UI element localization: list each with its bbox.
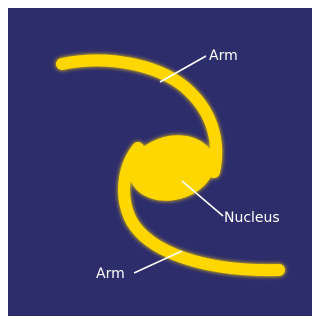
label-nucleus: Nucleus	[224, 210, 280, 226]
label-arm-top: Arm	[209, 48, 238, 64]
label-arm-bottom: Arm	[96, 266, 125, 282]
